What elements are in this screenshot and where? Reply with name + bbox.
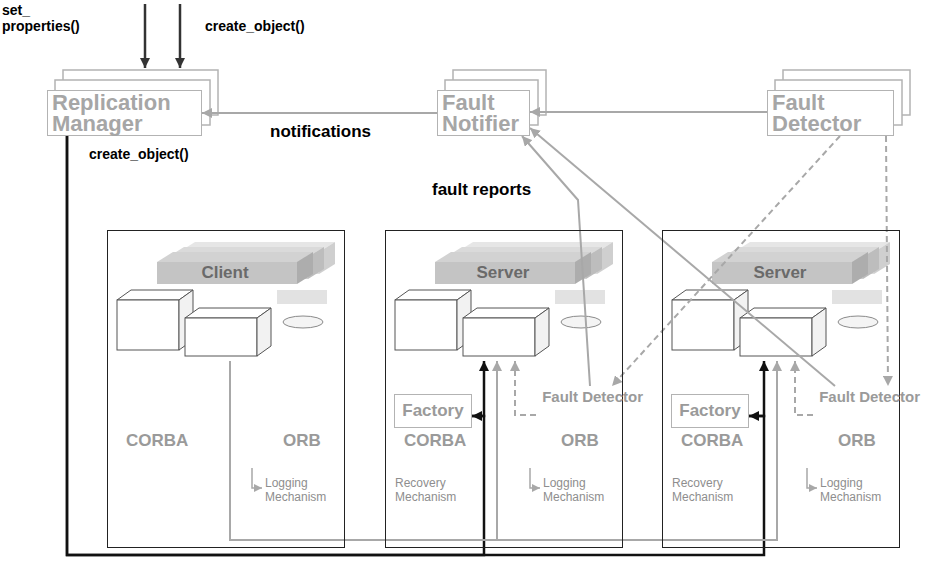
platform-label: CORBA (126, 431, 188, 451)
connector (67, 136, 764, 555)
label-holder: fault reports (430, 180, 533, 200)
node-label: Server (751, 263, 810, 283)
edge-label: fault reports (430, 180, 533, 200)
platform-label: CORBA (404, 431, 466, 451)
object-cluster: Client (118, 251, 332, 361)
label-holder: Logging Mechanism (265, 476, 345, 504)
object-illustration (395, 242, 613, 356)
text-holder: ORB (283, 431, 321, 451)
fault-detector: Fault Detector (536, 386, 645, 426)
connector (202, 112, 437, 114)
connector (612, 136, 840, 386)
node-label: Server (474, 263, 533, 283)
service-box: Fault Detector (767, 90, 894, 136)
factory-box: Factory (671, 394, 749, 428)
label-holder: create_object() (205, 18, 365, 34)
node-label: Client (198, 263, 251, 283)
mechanism-label: Recovery Mechanism (395, 476, 467, 504)
node-label: Fault Detector (538, 388, 643, 405)
connector (530, 128, 835, 386)
connector (230, 361, 497, 540)
connector (472, 361, 484, 416)
platform-label: ORB (838, 431, 876, 451)
platform-label: ORB (561, 431, 599, 451)
factory-box: Factory (394, 394, 472, 428)
text-holder: CORBA (681, 431, 743, 451)
mechanism-label: Logging Mechanism (543, 476, 621, 504)
object-cluster: Server (396, 251, 610, 361)
text-holder: ORB (561, 431, 599, 451)
connector (530, 111, 767, 113)
platform-label: CORBA (681, 431, 743, 451)
label-holder: Recovery Mechanism (672, 476, 744, 504)
mechanism-label: Recovery Mechanism (672, 476, 744, 504)
connector (749, 361, 764, 416)
text-holder: ORB (838, 431, 876, 451)
text-holder: CORBA (404, 431, 466, 451)
label-holder: notifications (268, 122, 373, 142)
fault-detector: Fault Detector (813, 386, 922, 426)
platform-label: ORB (283, 431, 321, 451)
connector (795, 361, 813, 415)
connector (230, 361, 777, 540)
logging-arrows (252, 468, 817, 488)
node-label: Fault Detector (772, 92, 889, 134)
node-label: Factory (679, 401, 740, 421)
edge-label: notifications (268, 122, 373, 142)
node-label: Replication Manager (52, 92, 197, 134)
node-label: Factory (402, 401, 463, 421)
edge-label: create_object() (87, 146, 191, 162)
connector (522, 136, 590, 386)
operation-label: set_ properties() (2, 2, 92, 34)
input-arrows (145, 4, 180, 68)
node-label: Fault Detector (815, 388, 920, 405)
mechanism-label: Logging Mechanism (265, 476, 345, 504)
connector (515, 361, 536, 415)
connector (67, 136, 484, 555)
service-box: Fault Notifier (437, 90, 530, 136)
label-holder: Logging Mechanism (543, 476, 621, 504)
label-holder: set_ properties() (2, 2, 92, 34)
object-illustration (117, 242, 335, 356)
operation-label: create_object() (205, 18, 365, 34)
label-holder: Logging Mechanism (820, 476, 898, 504)
mechanism-label: Logging Mechanism (820, 476, 898, 504)
label-holder: Recovery Mechanism (395, 476, 467, 504)
label-holder: create_object() (87, 146, 191, 162)
object-cluster: Server (673, 251, 887, 361)
connector (886, 136, 888, 386)
text-holder: CORBA (126, 431, 188, 451)
service-box: Replication Manager (47, 90, 202, 136)
node-label: Fault Notifier (442, 92, 525, 134)
object-illustration (672, 242, 890, 356)
